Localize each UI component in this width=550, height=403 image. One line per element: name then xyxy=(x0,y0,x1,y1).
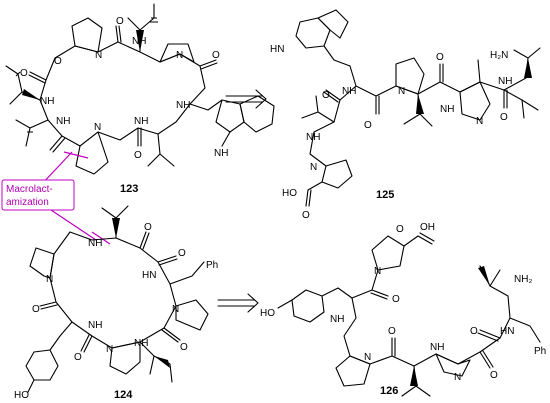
atom-nh-125a: NH xyxy=(342,86,356,97)
atom-n-126c: N xyxy=(454,372,461,383)
atom-o-124d: O xyxy=(74,352,82,363)
atom-o-124a: O xyxy=(144,222,152,233)
atom-o-126a: O xyxy=(396,224,404,235)
compound-123-structure xyxy=(5,3,275,175)
atom-n-125c: N xyxy=(310,162,317,173)
atom-n-126b: N xyxy=(364,352,371,363)
atom-nh-124a: NH xyxy=(88,238,102,249)
atom-nh-125d: NH xyxy=(306,132,320,143)
atom-n-124b: N xyxy=(106,344,113,355)
atom-o-126b: O xyxy=(392,294,400,305)
atom-ho-124: HO xyxy=(14,390,29,401)
atom-hooc-125: HO xyxy=(282,188,297,199)
retrosynthesis-arrow-top xyxy=(225,89,267,109)
atom-nh-123c: NH xyxy=(134,116,148,127)
atom-nh-123a: NH xyxy=(132,36,146,47)
atom-o-123c: O xyxy=(134,150,142,161)
compound-126-structure xyxy=(277,232,541,397)
atom-ph-124: Ph xyxy=(206,260,218,271)
compound-label-125: 125 xyxy=(376,189,394,201)
atom-n-126a: N xyxy=(374,266,381,277)
atom-o-126e: O xyxy=(470,326,478,337)
compound-label-124: 124 xyxy=(114,389,133,401)
atom-o-123e: O xyxy=(54,56,62,67)
compound-124-structure xyxy=(25,205,209,393)
annotation-line-2: amization xyxy=(6,197,49,208)
atom-n-123b: N xyxy=(176,50,183,61)
atom-o-126c: O xyxy=(388,326,396,337)
atom-o-123b: O xyxy=(212,50,220,61)
atom-n-124a: N xyxy=(172,304,179,315)
atom-o-124c: O xyxy=(180,342,188,353)
atom-n-123a: N xyxy=(95,50,102,61)
atom-nh-125b: NH xyxy=(440,104,454,115)
atom-o-126d: O xyxy=(490,370,498,381)
compound-125-structure xyxy=(295,9,541,207)
atom-o-124e: O xyxy=(32,304,40,315)
atom-o-125b: O xyxy=(436,52,444,63)
atom-nh2-126: NH₂ xyxy=(514,274,532,285)
atom-oh-126: OH xyxy=(420,222,435,233)
atom-nh-125c: NH xyxy=(498,76,512,87)
atom-o-125d: O xyxy=(322,90,330,101)
atom-hn-124a: HN xyxy=(142,270,156,281)
atom-ho-126: HO xyxy=(260,308,275,319)
atom-hn-126: HN xyxy=(500,326,514,337)
atom-hn-125: HN xyxy=(270,44,284,55)
atom-nh-123f: NH xyxy=(214,148,228,159)
atom-o-125e: O xyxy=(302,210,310,221)
atom-h2n-125: H₂N xyxy=(490,50,508,61)
atom-ph-126: Ph xyxy=(534,346,546,357)
atom-n-125b: N xyxy=(476,116,483,127)
atom-o-125a: O xyxy=(364,120,372,131)
atom-nh-123d: NH xyxy=(56,116,70,127)
atom-o-123a: O xyxy=(116,16,124,27)
compound-label-123: 123 xyxy=(120,183,138,195)
atom-nh-124b: NH xyxy=(134,338,148,349)
retrosynthesis-arrow-bottom xyxy=(217,293,259,313)
atom-nh-123e: NH xyxy=(40,96,54,107)
atom-n-124c: N xyxy=(46,274,53,285)
atom-n-123c: N xyxy=(94,122,101,133)
atom-o-125c: O xyxy=(500,112,508,123)
macrolactamization-annotation xyxy=(1,151,111,245)
annotation-line-1: Macrolact- xyxy=(6,184,53,195)
atom-nh-126a: NH xyxy=(330,314,344,325)
atom-nh-123b: NH xyxy=(176,100,190,111)
compound-label-126: 126 xyxy=(380,385,398,397)
atom-nh-126b: NH xyxy=(430,342,444,353)
atom-nh-124c: NH xyxy=(88,320,102,331)
atom-o-124b: O xyxy=(178,248,186,259)
atom-n-125a: N xyxy=(398,86,405,97)
atom-o-123d: O xyxy=(20,68,28,79)
